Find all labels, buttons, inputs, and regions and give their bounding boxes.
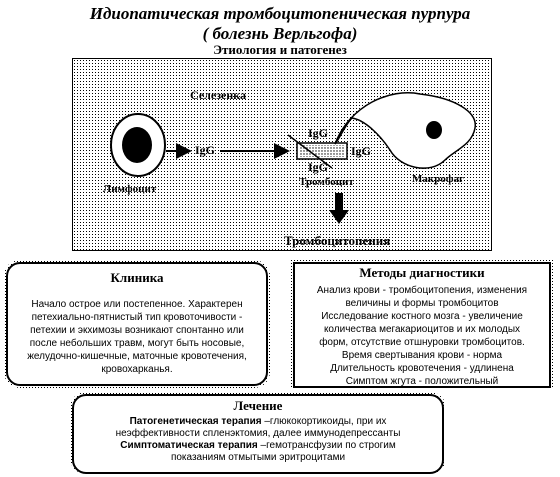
- igg-right-label: IgG: [351, 144, 372, 158]
- igg-free-label: IgG: [195, 143, 216, 157]
- pathogenetic-therapy-text: –глюкокортикоиды, при их: [261, 416, 387, 427]
- symptomatic-therapy-text: –гемотрансфузии по строгим: [257, 440, 396, 451]
- clinic-text: Начало острое или постепенное. Характере…: [8, 298, 266, 376]
- igg-top-label: IgG: [308, 126, 329, 140]
- page-title: Идиопатическая тромбоцитопеническая пурп…: [89, 4, 471, 23]
- clinic-line: петехиально-пятнистый тип кровоточивости…: [31, 312, 243, 323]
- antibody-line-1: [287, 134, 333, 169]
- clinic-line: желудочно-кишечные, маточные кровотечени…: [27, 351, 247, 362]
- clinic-line: Начало острое или постепенное. Характере…: [31, 299, 243, 310]
- clinic-line: петехии и экхимозы возникают спонтанно и…: [30, 325, 244, 336]
- arrow-down-shaft: [335, 193, 343, 211]
- diagnostics-line: Анализ крови - тромбоцитопения, изменени…: [316, 285, 528, 296]
- treatment-box: Лечение Патогенетическая терапия –глюкок…: [72, 394, 444, 474]
- arrow-down-head: [329, 210, 349, 224]
- clinic-heading: Клиника: [110, 270, 164, 285]
- treatment-text: Патогенетическая терапия –глюкокортикоид…: [74, 416, 442, 464]
- diagnostics-text: Анализ крови - тромбоцитопения, изменени…: [295, 284, 549, 388]
- diagnostics-heading: Методы диагностики: [359, 265, 485, 280]
- diagnostics-line: Исследование костного мозга - увеличение: [321, 311, 523, 322]
- diagnostics-box: Методы диагностики Анализ крови - тромбо…: [293, 262, 551, 388]
- pathogenetic-therapy-label: Патогенетическая терапия: [129, 416, 262, 427]
- lymphocyte-label: Лимфоцит: [103, 183, 157, 195]
- symptomatic-therapy-text-2: показаниям отмытыми эритроцитами: [170, 452, 346, 463]
- diagnostics-line: Длительность кровотечения - удлинена: [330, 363, 514, 374]
- igg-bottom-label: IgG: [308, 160, 329, 174]
- clinic-box: Клиника Начало острое или постепенное. Х…: [6, 262, 268, 386]
- macrophage-label: Макрофаг: [412, 173, 464, 185]
- thrombocytopenia-label: Тромбоцитопения: [284, 233, 391, 248]
- macrophage-nucleus: [426, 121, 442, 139]
- clinic-line: кровохарканья.: [101, 364, 173, 375]
- treatment-heading: Лечение: [233, 398, 283, 413]
- lymphocyte-nucleus: [122, 127, 152, 163]
- page-subtitle-disease: ( болезнь Верльгофа): [202, 24, 358, 43]
- symptomatic-therapy-label: Симптоматическая терапия: [120, 440, 258, 451]
- diagnostics-line: Время свертывания крови - норма: [341, 350, 503, 361]
- pathogenetic-therapy-text-2: неэффективности спленэктомия, далее имму…: [115, 428, 401, 439]
- spleen-label: Селезенка: [190, 88, 246, 102]
- diagnostics-line: форм, отсутствие отшнуровки тромбоцитов.: [319, 337, 525, 348]
- macrophage-cell: [334, 92, 476, 169]
- clinic-line: после небольших травм, могут быть носовы…: [29, 338, 245, 349]
- diagnostics-line: Симптом жгута - положительный: [345, 376, 499, 387]
- diagnostics-line: количества мегакариоцитов и их молодых: [323, 324, 521, 335]
- diagnostics-line: величины и формы тромбоцитов: [345, 298, 499, 309]
- section-heading-etiology: Этиология и патогенез: [213, 42, 347, 57]
- platelet-label: Тромбоцит: [299, 176, 354, 188]
